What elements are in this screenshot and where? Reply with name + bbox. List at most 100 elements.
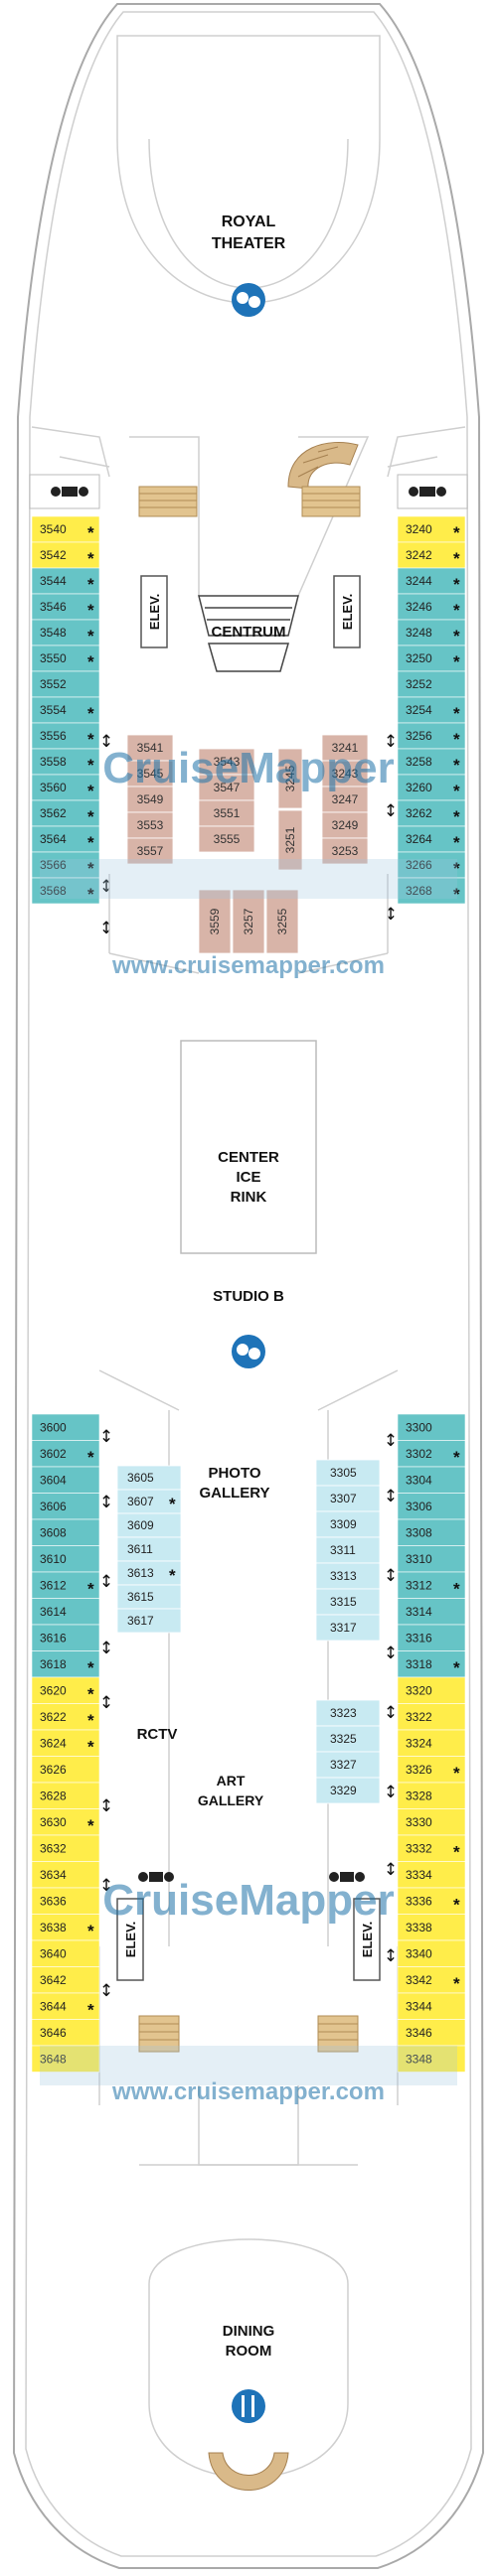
stateroom-cell[interactable] (315, 1777, 381, 1804)
stateroom-cell[interactable] (397, 877, 466, 905)
stateroom-cell[interactable] (31, 644, 100, 672)
stateroom-cell[interactable] (31, 1756, 100, 1784)
stateroom-cell[interactable] (397, 1571, 466, 1599)
stateroom-cell[interactable] (265, 889, 299, 954)
stateroom-cell[interactable] (116, 1584, 182, 1610)
stateroom-cell[interactable] (31, 696, 100, 724)
stateroom-cell[interactable] (397, 1782, 466, 1809)
stateroom-cell[interactable] (116, 1608, 182, 1634)
stateroom-cell[interactable] (321, 811, 369, 839)
stateroom-cell[interactable] (198, 889, 232, 954)
stateroom-cell[interactable] (397, 515, 466, 543)
stateroom-cell[interactable] (397, 1756, 466, 1784)
stateroom-cell[interactable] (31, 1676, 100, 1704)
stateroom-cell[interactable] (31, 1914, 100, 1941)
stateroom-cell[interactable] (31, 1466, 100, 1494)
stateroom-cell[interactable] (126, 837, 174, 865)
stateroom-cell[interactable] (31, 670, 100, 698)
stateroom-cell[interactable] (198, 748, 255, 776)
stateroom-cell[interactable] (397, 1966, 466, 1994)
stateroom-cell[interactable] (31, 877, 100, 905)
stateroom-cell[interactable] (397, 541, 466, 569)
stateroom-cell[interactable] (31, 2045, 100, 2073)
stateroom-cell[interactable] (397, 1493, 466, 1520)
stateroom-cell[interactable] (31, 1808, 100, 1836)
stateroom-cell[interactable] (315, 1459, 381, 1487)
stateroom-cell[interactable] (31, 2019, 100, 2047)
stateroom-cell[interactable] (315, 1588, 381, 1616)
stateroom-cell[interactable] (31, 1440, 100, 1468)
stateroom-cell[interactable] (31, 1703, 100, 1731)
stateroom-cell[interactable] (126, 811, 174, 839)
stateroom-cell[interactable] (397, 1440, 466, 1468)
stateroom-cell[interactable] (397, 1808, 466, 1836)
stateroom-cell[interactable] (397, 799, 466, 827)
stateroom-cell[interactable] (397, 1676, 466, 1704)
stateroom-cell[interactable] (31, 748, 100, 776)
stateroom-cell[interactable] (397, 1834, 466, 1862)
stateroom-cell[interactable] (31, 1413, 100, 1441)
stateroom-cell[interactable] (321, 837, 369, 865)
stateroom-cell[interactable] (315, 1510, 381, 1538)
stateroom-cell[interactable] (397, 1413, 466, 1441)
stateroom-cell[interactable] (31, 1992, 100, 2020)
stateroom-cell[interactable] (31, 1834, 100, 1862)
stateroom-cell[interactable] (397, 1939, 466, 1967)
stateroom-cell[interactable] (116, 1465, 182, 1491)
stateroom-cell[interactable] (31, 567, 100, 595)
stateroom-cell[interactable] (397, 2045, 466, 2073)
stateroom-cell[interactable] (31, 619, 100, 646)
stateroom-cell[interactable] (397, 851, 466, 879)
stateroom-cell[interactable] (31, 1861, 100, 1889)
stateroom-cell[interactable] (397, 2019, 466, 2047)
stateroom-cell[interactable] (397, 1545, 466, 1573)
stateroom-cell[interactable] (31, 1545, 100, 1573)
stateroom-cell[interactable] (397, 722, 466, 750)
stateroom-cell[interactable] (31, 825, 100, 853)
stateroom-cell[interactable] (397, 1914, 466, 1941)
stateroom-cell[interactable] (198, 825, 255, 853)
stateroom-cell[interactable] (116, 1489, 182, 1514)
stateroom-cell[interactable] (31, 1518, 100, 1546)
stateroom-cell[interactable] (397, 1992, 466, 2020)
stateroom-cell[interactable] (31, 1598, 100, 1626)
stateroom-cell[interactable] (397, 696, 466, 724)
stateroom-cell[interactable] (321, 786, 369, 813)
stateroom-cell[interactable] (126, 760, 174, 787)
stateroom-cell[interactable] (321, 734, 369, 762)
stateroom-cell[interactable] (397, 774, 466, 801)
stateroom-cell[interactable] (31, 722, 100, 750)
stateroom-cell[interactable] (397, 670, 466, 698)
stateroom-cell[interactable] (315, 1751, 381, 1779)
stateroom-cell[interactable] (397, 1624, 466, 1651)
stateroom-cell[interactable] (315, 1536, 381, 1564)
stateroom-cell[interactable] (315, 1562, 381, 1590)
stateroom-cell[interactable] (315, 1614, 381, 1642)
stateroom-cell[interactable] (397, 1861, 466, 1889)
stateroom-cell[interactable] (198, 774, 255, 801)
stateroom-cell[interactable] (397, 1518, 466, 1546)
stateroom-cell[interactable] (315, 1725, 381, 1753)
stateroom-cell[interactable] (31, 1729, 100, 1757)
stateroom-cell[interactable] (232, 889, 265, 954)
stateroom-cell[interactable] (315, 1699, 381, 1727)
stateroom-cell[interactable] (126, 786, 174, 813)
stateroom-cell[interactable] (397, 1729, 466, 1757)
stateroom-cell[interactable] (31, 515, 100, 543)
stateroom-cell[interactable] (397, 1598, 466, 1626)
stateroom-cell[interactable] (397, 593, 466, 621)
stateroom-cell[interactable] (31, 774, 100, 801)
stateroom-cell[interactable] (397, 567, 466, 595)
stateroom-cell[interactable] (277, 748, 303, 809)
stateroom-cell[interactable] (321, 760, 369, 787)
stateroom-cell[interactable] (277, 809, 303, 871)
stateroom-cell[interactable] (397, 644, 466, 672)
stateroom-cell[interactable] (126, 734, 174, 762)
stateroom-cell[interactable] (31, 1782, 100, 1809)
stateroom-cell[interactable] (397, 619, 466, 646)
stateroom-cell[interactable] (31, 851, 100, 879)
stateroom-cell[interactable] (397, 1703, 466, 1731)
stateroom-cell[interactable] (198, 799, 255, 827)
stateroom-cell[interactable] (31, 1493, 100, 1520)
stateroom-cell[interactable] (31, 1887, 100, 1915)
